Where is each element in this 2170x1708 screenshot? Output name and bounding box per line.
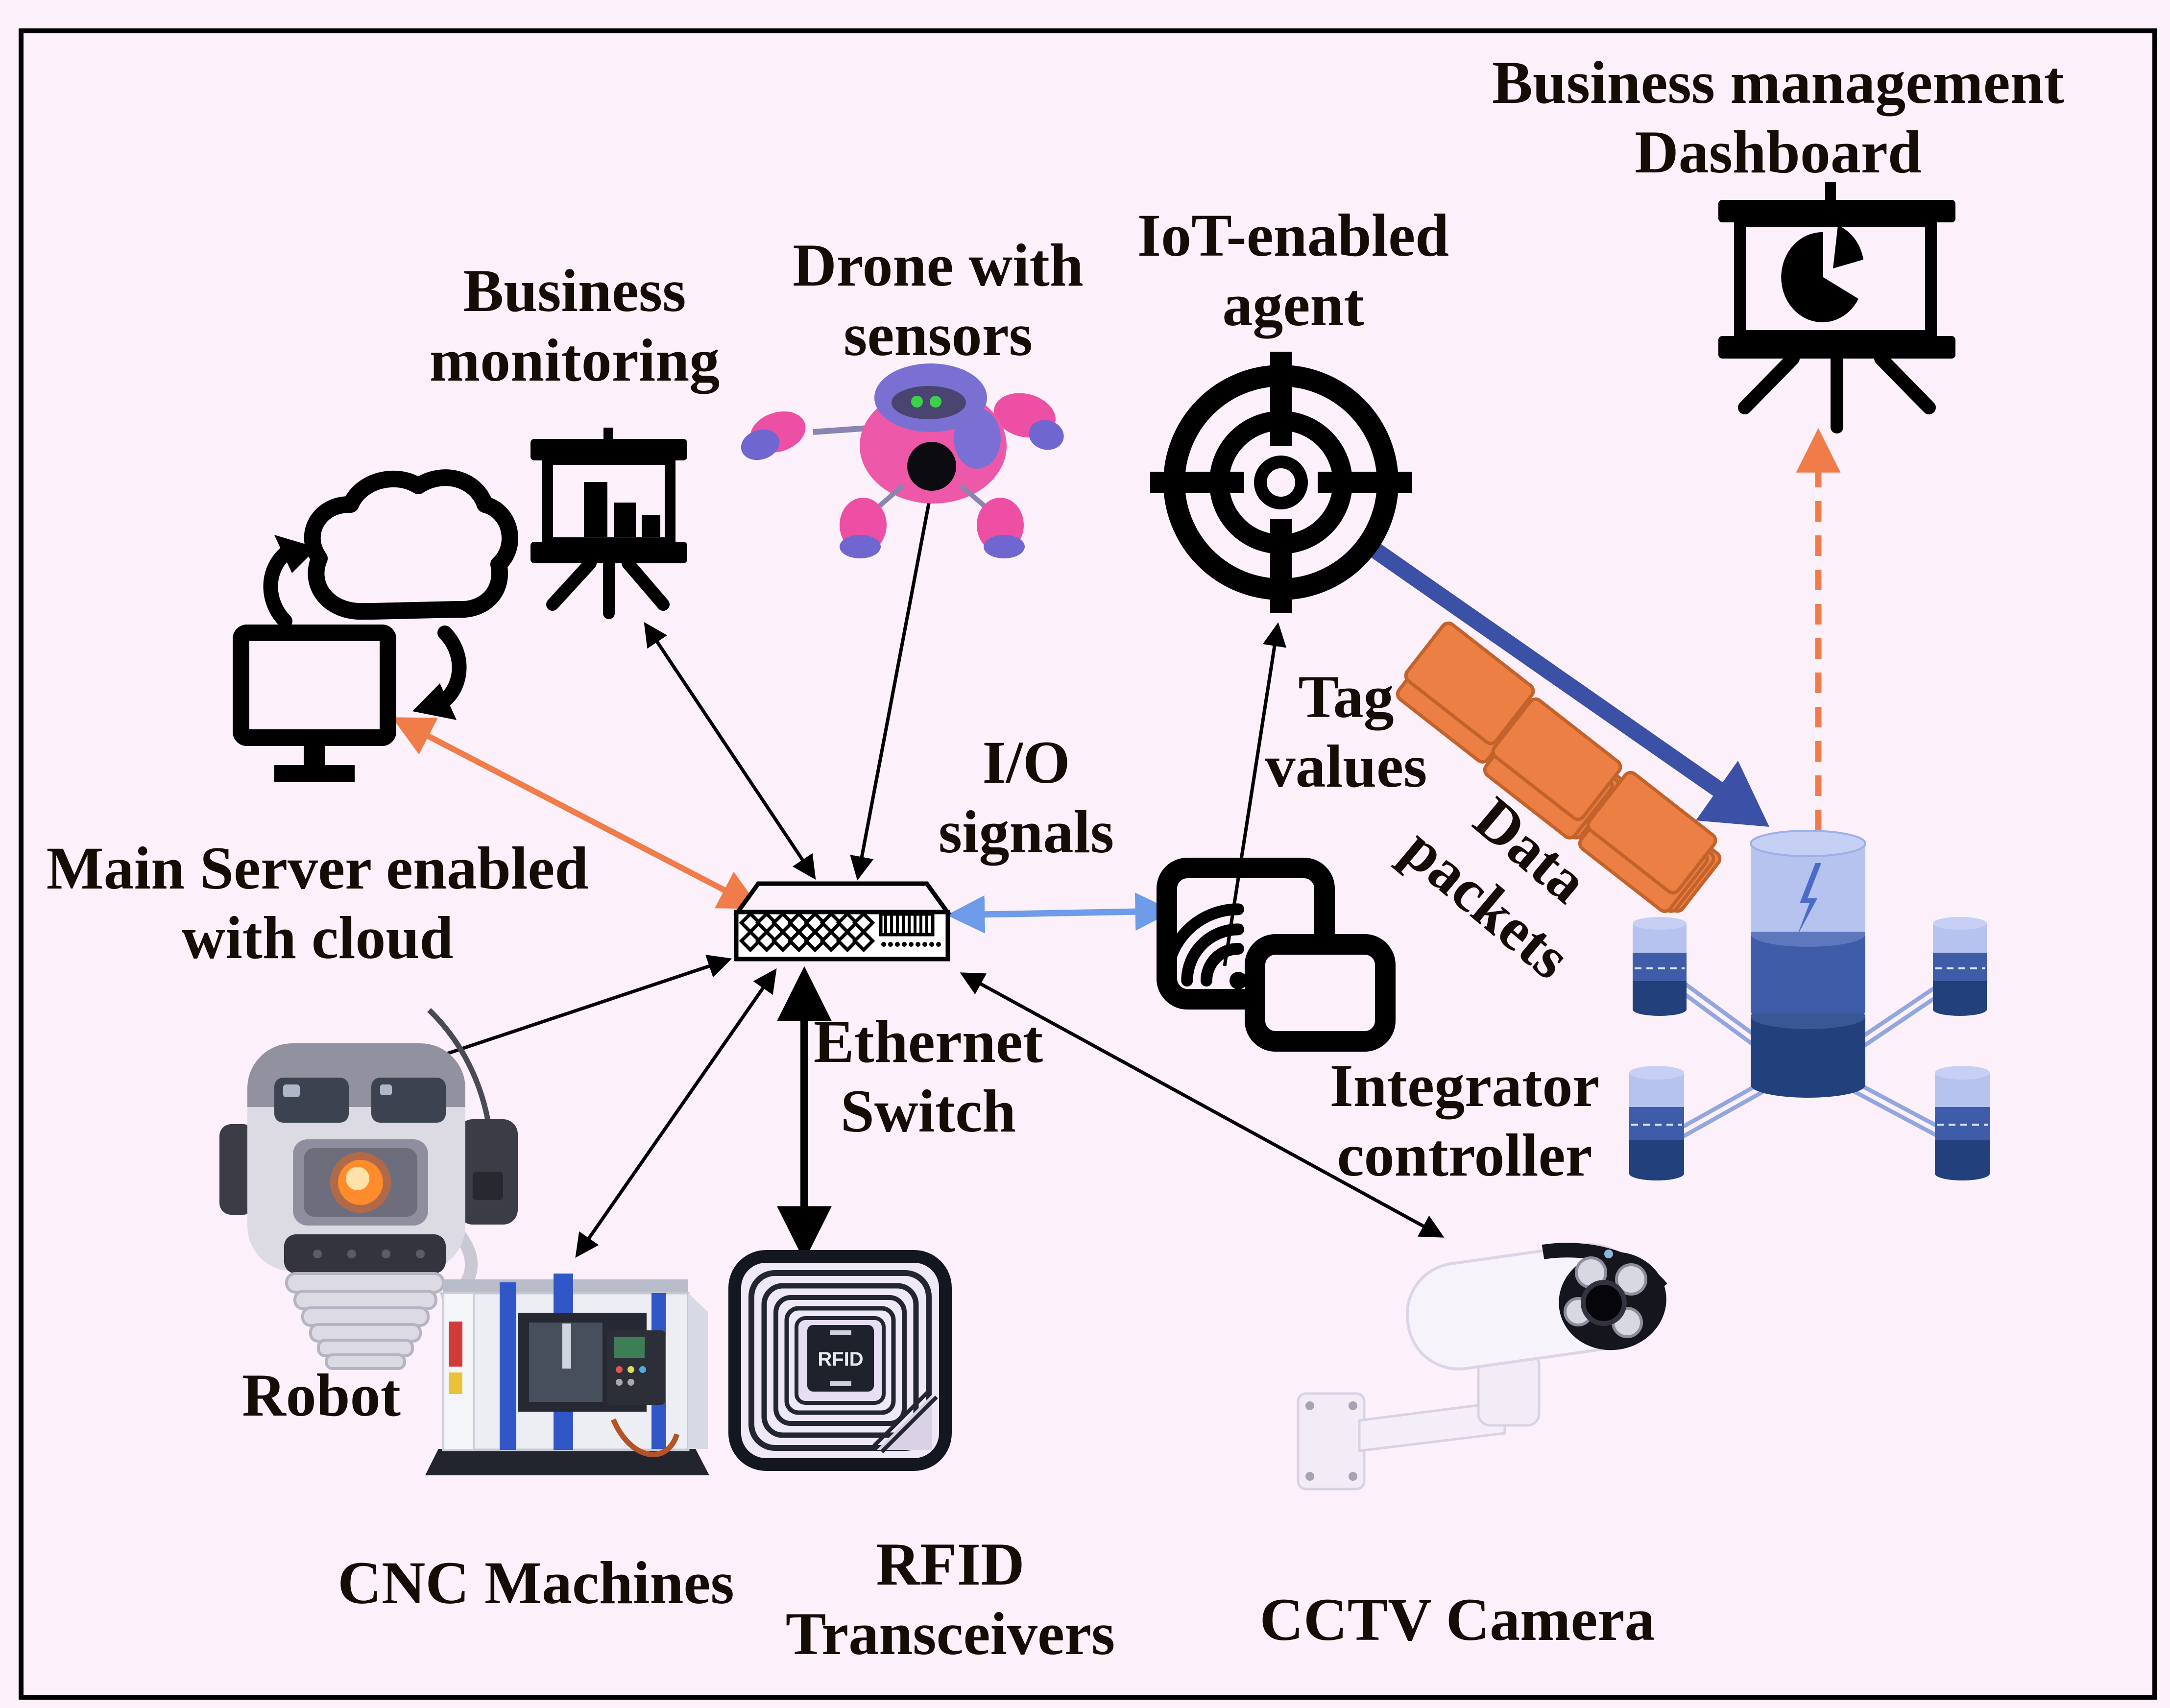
drone-image [741,363,1064,558]
label-cctv-camera: CCTV Camera [1259,1586,1655,1653]
arrow-switch-to-cnc [575,968,777,1258]
robot-image [219,1008,518,1370]
arrow-server-to-switch-orange [392,717,761,909]
target-icon [1150,352,1412,613]
rfid-transceiver-icon: RFID [728,1250,952,1471]
diagram-border [19,28,2157,1700]
integrator-wifi-icon [1157,858,1396,1052]
arrow-switch-to-cctv [960,972,1445,1238]
cctv-camera-image [1297,1243,1667,1491]
database-cluster-icon [1629,830,1990,1180]
presentation-barchart-icon [530,428,687,619]
arrow-switch-to-integrator-blue [946,892,1174,934]
ethernet-switch-icon [733,881,952,962]
label-cnc-machines: CNC Machines [338,1549,734,1616]
rfid-chip-label: RFID [818,1348,863,1370]
cloud-sync-icon [263,469,518,720]
data-packets-icon [1396,621,1722,913]
arrow-agent-to-database-blue [1367,541,1769,827]
monitor-icon [233,625,396,782]
arrow-switch-to-drone [850,468,943,881]
easel-piechart-icon [1718,182,1955,433]
cnc-machine-image [425,1274,709,1475]
arrow-switch-to-monitoring-board [644,622,816,880]
label-robot: Robot [242,1362,401,1429]
